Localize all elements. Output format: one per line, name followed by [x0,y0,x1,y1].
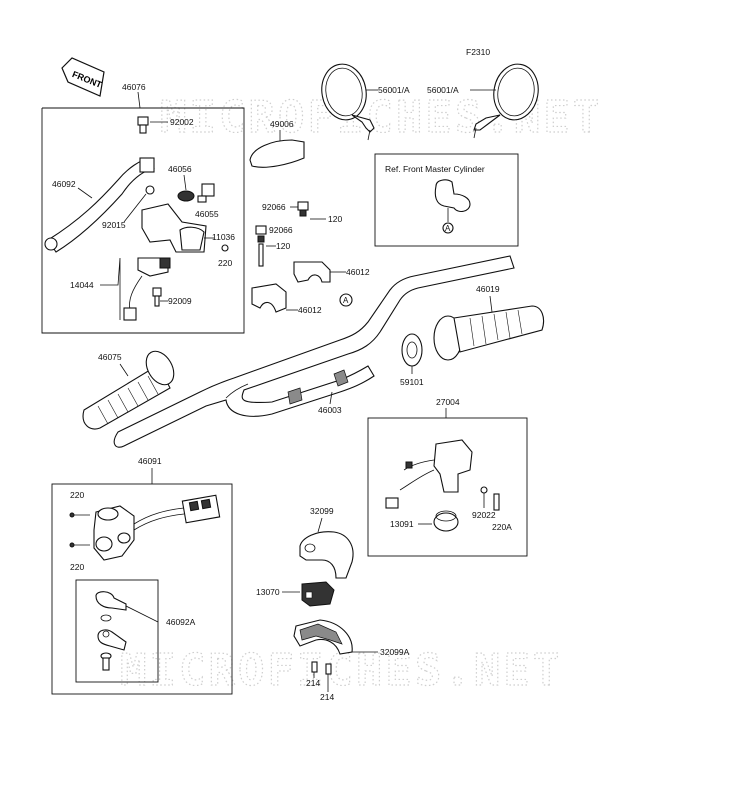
left-switch-46091: 46091 220 220 46092A [51,456,233,695]
cap-49006-icon [249,139,305,168]
throttle-switch-27004: 27004 13091 92022 220A [367,397,528,557]
grip-right-46019: 46019 59101 [400,284,545,387]
master-cylinder-clamp-icon [434,179,471,213]
switch-screw-icon [102,657,110,671]
label-46076: 46076 [122,82,146,92]
figure-code: F2310 [466,47,490,57]
throttle-switch-box [367,417,528,557]
label-92002: 92002 [170,117,194,127]
label-92066-1: 92066 [262,202,286,212]
label-59101: 59101 [400,377,424,387]
grip-cap-49006: 49006 [249,119,305,168]
screw-214-2-icon [325,663,332,675]
screw-220-icon [221,244,229,252]
marker-a-ref-icon [442,222,454,234]
label-214-1: 214 [306,678,320,688]
label-46092: 46092 [52,179,76,189]
screw-220a-icon [493,493,500,511]
cable-pulley-59101-icon [401,333,423,367]
label-49006: 49006 [270,119,294,129]
label-92009: 92009 [168,296,192,306]
switch-13070-icon [301,581,335,607]
label-56001a-2: 56001/A [427,85,459,95]
screw-214-1-icon [311,661,318,673]
label-13091: 13091 [390,519,414,529]
bolt-92066-1-icon [297,201,309,211]
handlebar-46003: 46003 A [113,255,515,448]
washer-46056-icon [177,190,195,202]
label-27004: 27004 [436,397,460,407]
holder-upper-46012-icon [293,261,331,283]
marker-a-bar: A [343,296,349,305]
label-220a: 220A [492,522,512,532]
label-46055: 46055 [195,209,219,219]
label-220-c: 220 [70,562,84,572]
screw-92022-icon [480,486,488,494]
grip-left-46075: 46075 [82,350,175,430]
label-46012-2: 46012 [298,305,322,315]
clutch-lever-icon [47,157,155,253]
label-46075: 46075 [98,352,122,362]
label-46091: 46091 [138,456,162,466]
throttle-connector-icon [385,497,399,509]
mirror-left-icon [321,63,367,121]
throttle-collar-13091-icon [433,512,459,532]
switch-housing-32099: 32099 13070 32099A 214 214 [256,506,410,702]
housing-32099-icon [299,531,354,579]
label-220-a: 220 [218,258,232,268]
label-13070: 13070 [256,587,280,597]
label-56001a-1: 56001/A [378,85,410,95]
holder-lower-46012-icon [251,283,287,313]
label-92015: 92015 [102,220,126,230]
left-switch-box [51,483,233,695]
label-214-2: 214 [320,692,334,702]
throttle-housing-icon [433,439,473,493]
label-32099a: 32099A [380,647,410,657]
left-lever-box [41,107,245,334]
switch-subassembly-box [75,579,159,683]
bolt-92002-icon [137,116,149,134]
label-46019: 46019 [476,284,500,294]
adjuster-46055-icon [197,183,215,203]
label-220-b: 220 [70,490,84,500]
left-switch-connector-icon [181,494,221,524]
label-92022: 92022 [472,510,496,520]
ref-box [374,153,519,247]
label-14044: 14044 [70,280,94,290]
mirrors-56001: 56001/A 56001/A [321,63,539,141]
label-120-2: 120 [276,241,290,251]
lever-ball-end-icon [44,237,58,251]
label-92066-2: 92066 [269,225,293,235]
label-11036: 11036 [212,232,235,242]
grip-right-icon [453,305,545,353]
handlebar-holders-46012: 46012 46012 [251,261,370,315]
label-46056: 46056 [168,164,192,174]
connector-icon [123,307,137,321]
label-120-1: 120 [328,214,342,224]
label-46012-1: 46012 [346,267,370,277]
label-32099: 32099 [310,506,334,516]
bolt-92066-2-icon [255,225,267,235]
front-arrow-icon: FRONT [61,57,105,97]
marker-a-ref: A [445,224,451,233]
label-46092a: 46092A [166,617,196,627]
screw-92009-icon [152,287,162,307]
holder-bolts: 92066 120 92066 120 [255,201,342,267]
left-lever-assembly: 46076 92002 46092 92015 46056 46055 [41,82,245,334]
handlebar-icon [113,255,515,448]
ref-box-label: Ref. Front Master Cylinder [385,164,485,174]
label-46003: 46003 [318,405,342,415]
marker-a-bar-icon [339,293,353,307]
pin-92015-icon [145,185,155,195]
switch-lever-46092a-icon [95,591,127,611]
ref-master-cylinder: Ref. Front Master Cylinder A [374,153,519,247]
mirror-right-icon [493,63,539,121]
